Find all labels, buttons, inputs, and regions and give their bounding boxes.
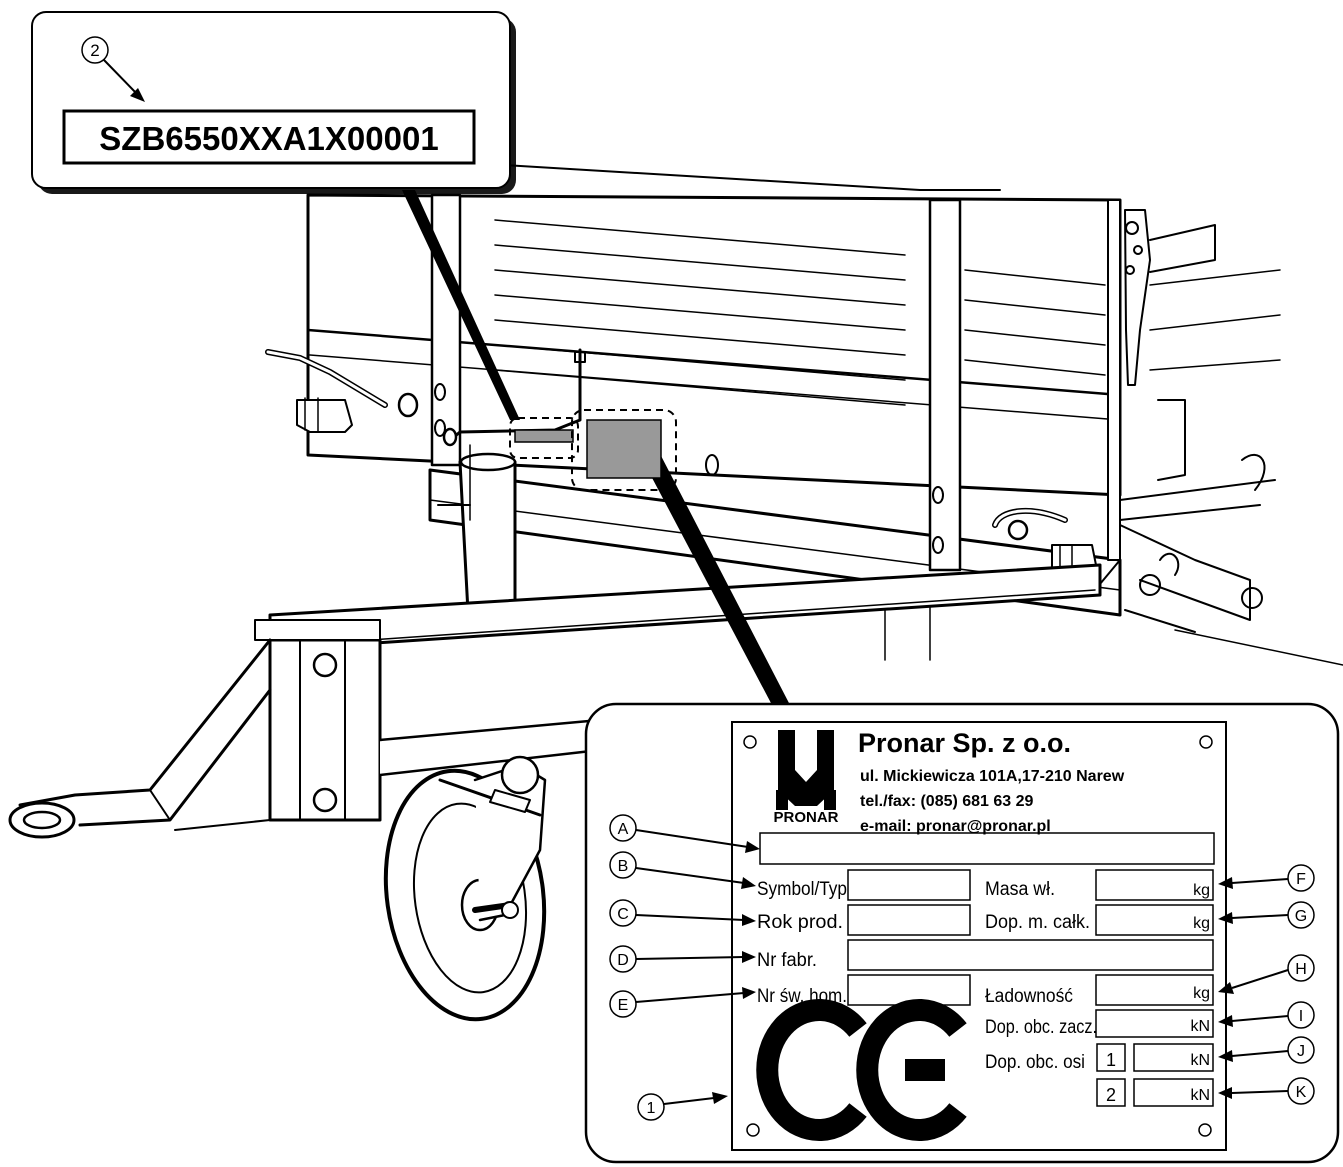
field-gross-box <box>1095 904 1214 936</box>
field-payload-box <box>1095 974 1214 1006</box>
axle-1-box <box>1096 1043 1126 1072</box>
company-phone: tel./fax: (085) 681 63 29 <box>860 793 1034 810</box>
field-axle-1-box <box>1133 1043 1214 1072</box>
serial-number-text: SZB6550XXA1X00001 <box>99 120 438 157</box>
serial-location-marker <box>509 417 579 459</box>
axle-2-number: 2 <box>1106 1085 1116 1105</box>
arrowheads-right <box>1218 877 1234 1099</box>
serial-leader-line <box>402 190 520 420</box>
field-hitch-load-box <box>1095 1009 1214 1038</box>
axle-2-box <box>1096 1078 1126 1107</box>
unit-gross: kg <box>1193 915 1210 932</box>
callout-e: E <box>618 997 629 1014</box>
plate-location-block <box>586 419 662 479</box>
company-name: Pronar Sp. z o.o. <box>858 728 1071 758</box>
callout-j: J <box>1297 1043 1305 1060</box>
callout-1: 1 <box>647 1100 656 1117</box>
mounting-hole-tr <box>1199 735 1213 749</box>
field-axle-2-box <box>1133 1078 1214 1107</box>
unit-axle-2: kN <box>1190 1087 1210 1104</box>
pronar-logo <box>776 730 836 810</box>
callout-a: A <box>618 821 629 838</box>
serial-callout: 2 SZB6550XXA1X00001 <box>31 11 516 194</box>
company-address: ul. Mickiewicza 101A,17-210 Narew <box>860 768 1125 785</box>
field-a-box <box>759 832 1215 865</box>
callout-d: D <box>617 952 629 969</box>
callout-number-circle-2 <box>81 36 109 64</box>
label-serial-no: Nr fabr. <box>757 950 817 971</box>
label-symbol: Symbol/Typ <box>757 879 847 900</box>
callouts-left <box>609 814 665 1121</box>
callout-f: F <box>1296 871 1306 888</box>
arrowheads-left <box>712 841 760 1104</box>
callout-arrows-left <box>635 829 749 1105</box>
mounting-hole-tl <box>743 735 757 749</box>
unit-hitch-load: kN <box>1190 1018 1210 1035</box>
serial-number-box <box>62 109 476 165</box>
callouts-right <box>1287 864 1315 1105</box>
callout-number-2: 2 <box>90 41 99 60</box>
label-payload: Ładowność <box>985 986 1073 1007</box>
plate-callout: PRONAR Pronar Sp. z o.o. ul. Mickiewicza… <box>584 702 1340 1164</box>
callout-arrows-right <box>1231 878 1289 1094</box>
callout-k: K <box>1296 1084 1307 1101</box>
field-mass-box <box>1095 869 1214 901</box>
label-hitch-load: Dop. obc. zacz. <box>985 1017 1097 1038</box>
unit-axle-1: kN <box>1190 1052 1210 1069</box>
callout-c: C <box>617 906 629 923</box>
unit-mass: kg <box>1193 882 1210 899</box>
callout-i: I <box>1299 1008 1303 1025</box>
label-year: Rok prod. <box>757 912 843 933</box>
plate-leader-line <box>640 450 790 705</box>
callout-g: G <box>1295 908 1307 925</box>
mounting-hole-bl <box>746 1123 760 1137</box>
unit-payload: kg <box>1193 985 1210 1002</box>
field-year-box <box>847 904 971 936</box>
callout-b: B <box>618 858 629 875</box>
axle-1-number: 1 <box>1106 1050 1116 1070</box>
mounting-hole-br <box>1198 1123 1212 1137</box>
label-mass: Masa wł. <box>985 879 1055 900</box>
pronar-logo-text: PRONAR <box>773 809 838 826</box>
field-symbol-box <box>847 869 971 901</box>
callout-h: H <box>1295 961 1307 978</box>
plate-location-marker <box>571 409 677 491</box>
company-email: e-mail: pronar@pronar.pl <box>860 818 1051 835</box>
label-gross: Dop. m. całk. <box>985 912 1090 933</box>
label-axle-load: Dop. obc. osi <box>985 1052 1085 1073</box>
ce-mark <box>756 999 967 1141</box>
serial-location-strip <box>514 429 574 443</box>
field-serial-no-box <box>847 939 1214 971</box>
